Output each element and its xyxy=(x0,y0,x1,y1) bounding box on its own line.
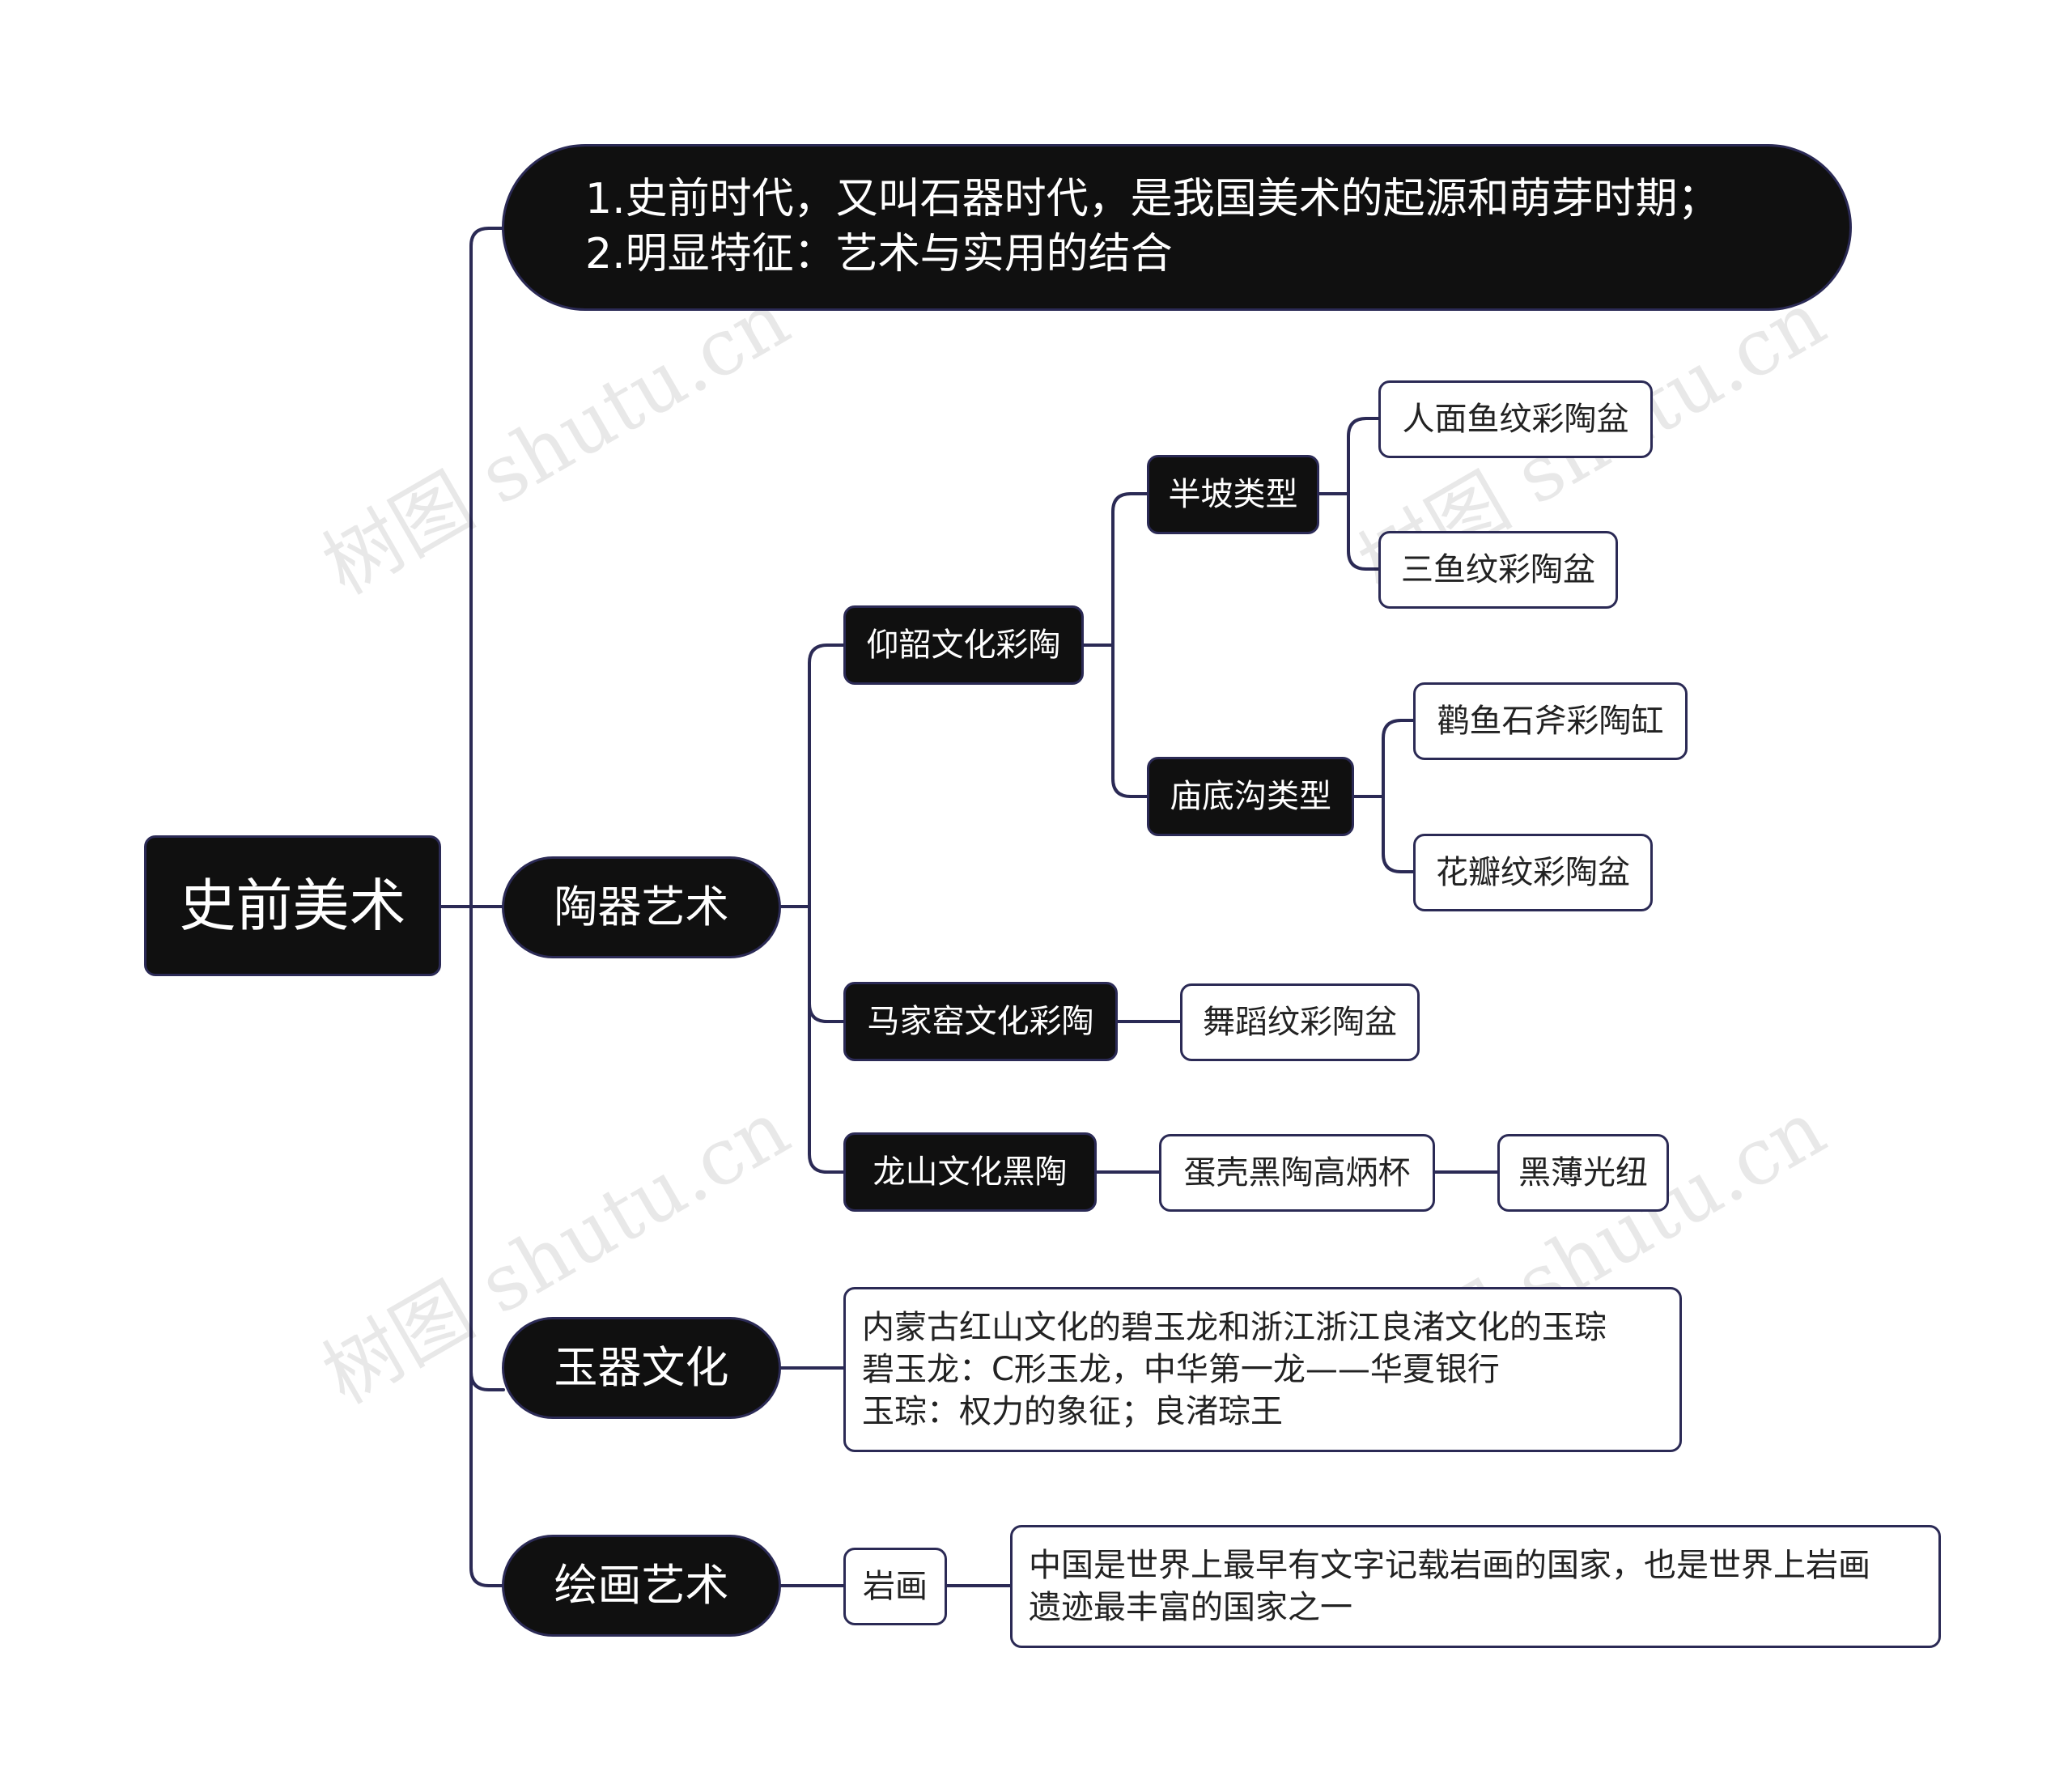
banpo-node[interactable]: 半坡类型 xyxy=(1147,455,1319,534)
yangshao-trunk xyxy=(1111,492,1132,798)
majiayao-node[interactable]: 马家窑文化彩陶 xyxy=(843,982,1118,1061)
jade-node[interactable]: 玉器文化 xyxy=(502,1317,781,1419)
link-pottery-majiayao xyxy=(808,1002,845,1023)
banpo-item-1-label: 人面鱼纹彩陶盆 xyxy=(1402,401,1629,438)
root-label: 史前美术 xyxy=(179,872,406,939)
yangshao-label: 仰韶文化彩陶 xyxy=(866,627,1061,664)
miaodigou-label: 庙底沟类型 xyxy=(1170,778,1331,815)
painting-node[interactable]: 绘画艺术 xyxy=(502,1535,781,1637)
pottery-node[interactable]: 陶器艺术 xyxy=(502,856,781,958)
jade-detail-node[interactable]: 内蒙古红山文化的碧玉龙和浙江浙江良渚文化的玉琮 碧玉龙：C形玉龙，中华第一龙——… xyxy=(843,1287,1682,1452)
banpo-item-1[interactable]: 人面鱼纹彩陶盆 xyxy=(1378,380,1653,458)
link-trunk-jade xyxy=(469,1368,505,1391)
jade-detail-line-1: 内蒙古红山文化的碧玉龙和浙江浙江良渚文化的玉琮 xyxy=(862,1309,1607,1346)
longshan-detail-node[interactable]: 黑薄光纽 xyxy=(1497,1134,1669,1212)
miaodigou-item-1[interactable]: 鹳鱼石斧彩陶缸 xyxy=(1413,682,1688,760)
majiayao-item-1-label: 舞蹈纹彩陶盆 xyxy=(1203,1004,1397,1041)
longshan-cup-node[interactable]: 蛋壳黑陶高炳杯 xyxy=(1159,1134,1435,1212)
jade-label: 玉器文化 xyxy=(554,1341,729,1393)
intro-line-1: 1.史前时代，又叫石器时代，是我国美术的起源和萌芽时期； xyxy=(585,175,1720,224)
painting-detail-node[interactable]: 中国是世界上最早有文字记载岩画的国家，也是世界上岩画 遗迹最丰富的国家之一 xyxy=(1010,1525,1941,1648)
longshan-node[interactable]: 龙山文化黑陶 xyxy=(843,1132,1097,1212)
jade-detail-line-2: 碧玉龙：C形玉龙，中华第一龙——华夏银行 xyxy=(862,1351,1500,1388)
pottery-label: 陶器艺术 xyxy=(554,881,729,932)
majiayao-label: 马家窑文化彩陶 xyxy=(867,1003,1094,1040)
painting-detail-line-1: 中国是世界上最早有文字记载岩画的国家，也是世界上岩画 xyxy=(1029,1547,1870,1584)
banpo-label: 半坡类型 xyxy=(1168,476,1298,513)
miaodigou-trunk xyxy=(1382,719,1403,873)
jade-detail-line-3: 玉琮：权力的象征；良渚琮王 xyxy=(862,1393,1283,1430)
pottery-trunk xyxy=(808,644,829,1174)
longshan-cup-label: 蛋壳黑陶高炳杯 xyxy=(1183,1154,1411,1191)
intro-node[interactable]: 1.史前时代，又叫石器时代，是我国美术的起源和萌芽时期； 2.明显特征：艺术与实… xyxy=(502,144,1852,311)
intro-line-2: 2.明显特征：艺术与实用的结合 xyxy=(585,230,1173,278)
miaodigou-node[interactable]: 庙底沟类型 xyxy=(1147,757,1354,836)
miaodigou-item-2[interactable]: 花瓣纹彩陶盆 xyxy=(1413,834,1653,911)
banpo-trunk xyxy=(1347,417,1368,571)
majiayao-item-1[interactable]: 舞蹈纹彩陶盆 xyxy=(1180,983,1420,1061)
banpo-item-2[interactable]: 三鱼纹彩陶盆 xyxy=(1378,531,1618,609)
banpo-item-2-label: 三鱼纹彩陶盆 xyxy=(1401,551,1595,588)
root-node[interactable]: 史前美术 xyxy=(144,835,441,976)
yangshao-node[interactable]: 仰韶文化彩陶 xyxy=(843,605,1084,685)
miaodigou-item-2-label: 花瓣纹彩陶盆 xyxy=(1436,854,1630,891)
rock-painting-label: 岩画 xyxy=(863,1568,928,1605)
rock-painting-node[interactable]: 岩画 xyxy=(843,1548,947,1625)
longshan-detail-label: 黑薄光纽 xyxy=(1518,1154,1648,1191)
miaodigou-item-1-label: 鹳鱼石斧彩陶缸 xyxy=(1437,703,1664,740)
painting-label: 绘画艺术 xyxy=(554,1559,729,1611)
longshan-label: 龙山文化黑陶 xyxy=(873,1153,1068,1191)
painting-detail-line-2: 遗迹最丰富的国家之一 xyxy=(1029,1589,1352,1626)
